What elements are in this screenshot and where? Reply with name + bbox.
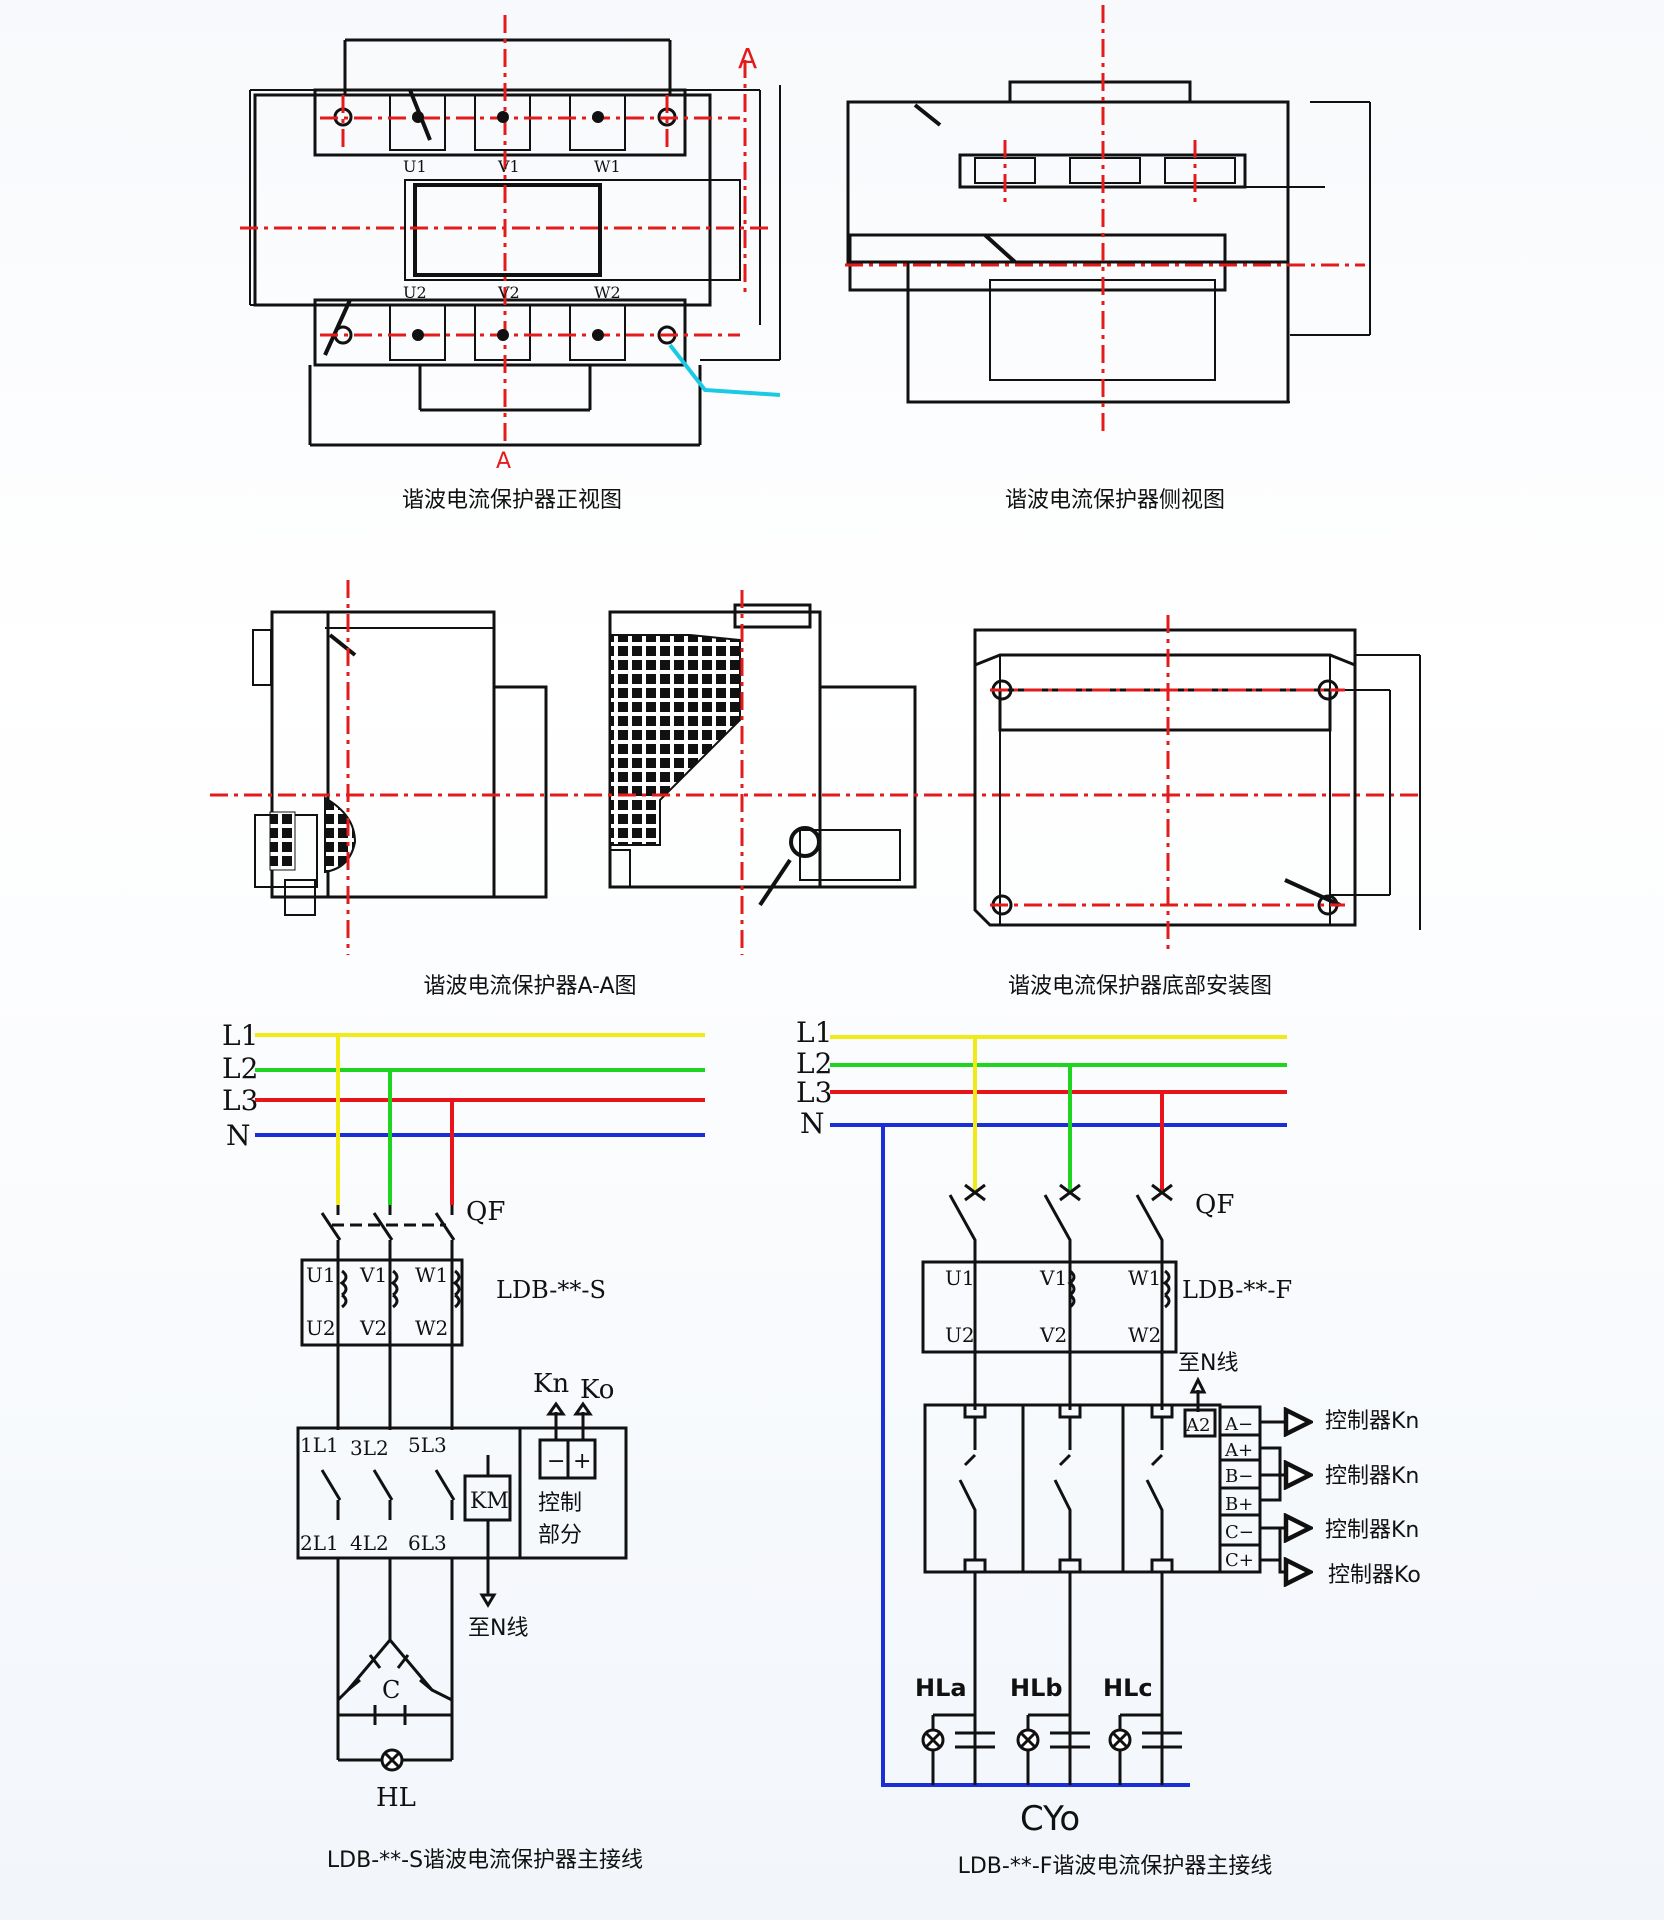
controller-label: 控制器Ko (1328, 1563, 1421, 1588)
output-kn-label: Kn (533, 1369, 569, 1399)
front-centerlines (240, 15, 770, 445)
bus-label: L2 (222, 1052, 258, 1085)
wiring-f-bus (830, 1035, 1287, 1787)
contact-top-label: 3L2 (350, 1436, 389, 1460)
ct-bottom-label: W2 (415, 1316, 448, 1340)
model-label: LDB-**-S (496, 1276, 606, 1304)
caption-section-aa: 谐波电流保护器A-A图 (423, 974, 637, 999)
ct-bottom-label: U2 (306, 1316, 336, 1340)
bus-label: L3 (796, 1076, 832, 1109)
controller-label: 控制器Kn (1325, 1409, 1419, 1434)
ct-top-label: W1 (415, 1263, 448, 1287)
ct-top-label: V1 (359, 1263, 387, 1287)
terminal-label: C− (1225, 1522, 1254, 1543)
to-n-label: 至N线 (468, 1616, 528, 1641)
capacitor-label: CYo (1020, 1799, 1080, 1839)
bus-label: N (800, 1107, 825, 1140)
contact-top-label: 1L1 (300, 1433, 339, 1457)
breaker-label: QF (1195, 1190, 1234, 1220)
ct-top-label: U1 (306, 1263, 336, 1287)
bus-label: N (226, 1119, 251, 1152)
to-n-label: 至N线 (1178, 1351, 1238, 1376)
contact-bottom-label: 2L1 (300, 1531, 339, 1555)
caption-bottom-install: 谐波电流保护器底部安装图 (1007, 974, 1273, 999)
ct-top-label: U1 (945, 1266, 975, 1290)
section-aa-right (608, 603, 917, 907)
model-label: LDB-**-F (1182, 1276, 1292, 1304)
caption-side-view: 谐波电流保护器侧视图 (1004, 488, 1226, 513)
caption-wiring-f: LDB-**-F谐波电流保护器主接线 (957, 1854, 1273, 1879)
terminal-label: A− (1224, 1414, 1253, 1435)
front-bottom-terminal-labels: U2 V2 W2 (403, 283, 621, 302)
lamp-cap-a (921, 1713, 995, 1785)
control-label-2: 部分 (538, 1523, 582, 1548)
terminal-label: B− (1225, 1466, 1253, 1487)
caption-front-view: 谐波电流保护器正视图 (401, 488, 623, 513)
ct-bottom-label: V2 (1039, 1323, 1067, 1347)
ct-top-label: V1 (1039, 1266, 1067, 1290)
ct-bottom-label: U2 (945, 1323, 975, 1347)
front-terminal-points (412, 111, 604, 341)
contact-top-label: 5L3 (408, 1433, 447, 1457)
breaker-label: QF (466, 1197, 505, 1227)
wiring-f-labels: QF LDB-**-F U1 V1 W1 U2 V2 W2 至N线 A2 A− … (915, 1190, 1421, 1839)
terminal-label: U1 (403, 157, 427, 176)
lamp-cap-c (1108, 1713, 1182, 1785)
output-ko-label: Ko (580, 1375, 614, 1405)
terminal-label: V1 (497, 157, 520, 176)
ct-top-label: W1 (1128, 1266, 1161, 1290)
lamp-label: HL (376, 1783, 416, 1813)
section-mark-bottom: A (496, 449, 511, 474)
terminal-label: A+ (1224, 1440, 1253, 1461)
front-top-terminal-labels: U1 V1 W1 (403, 157, 621, 176)
terminal-label: U2 (403, 283, 427, 302)
coil-label: KM (470, 1489, 509, 1514)
controller-label: 控制器Kn (1325, 1464, 1419, 1489)
caption-wiring-s: LDB-**-S谐波电流保护器主接线 (326, 1848, 644, 1873)
a2-label: A2 (1185, 1415, 1210, 1436)
lamp-label: HLa (915, 1674, 967, 1702)
ct-bottom-label: W2 (1128, 1323, 1161, 1347)
lamp-label: HLb (1010, 1674, 1063, 1702)
controller-label: 控制器Kn (1325, 1518, 1419, 1543)
capacitor-label: C (382, 1676, 400, 1704)
terminal-label: C+ (1225, 1550, 1254, 1571)
bottom-centerlines (990, 615, 1345, 955)
bus-label: L1 (796, 1016, 832, 1049)
ct-bottom-label: V2 (359, 1316, 387, 1340)
wiring-f-circuit (921, 1183, 1310, 1785)
wiring-s-labels: QF LDB-**-S U1 V1 W1 U2 V2 W2 1L1 3L2 5L… (300, 1197, 614, 1813)
wiring-s-bus-labels: L1 L2 L3 N (222, 1019, 258, 1152)
wiring-f-bus-labels: L1 L2 L3 N (796, 1016, 832, 1140)
contact-bottom-label: 4L2 (350, 1531, 389, 1555)
wiring-s-bus (255, 1033, 705, 1205)
contact-bottom-label: 6L3 (408, 1531, 447, 1555)
bus-label: L3 (222, 1084, 258, 1117)
terminal-label: W2 (594, 283, 621, 302)
side-view (846, 80, 1371, 404)
front-view (249, 38, 781, 447)
bottom-install-view (973, 628, 1421, 930)
terminal-label: W1 (594, 157, 621, 176)
lamp-cap-b (1016, 1713, 1090, 1785)
side-centerlines (845, 5, 1365, 435)
section-mark-top: A (738, 42, 757, 75)
section-aa-view (252, 610, 548, 916)
terminal-label: B+ (1225, 1494, 1253, 1515)
bus-label: L2 (796, 1047, 832, 1080)
control-minus: − (547, 1449, 565, 1474)
wiring-s-circuit (296, 1205, 628, 1772)
control-plus: + (573, 1449, 591, 1474)
aa-centerlines (210, 580, 1420, 955)
bus-label: L1 (222, 1019, 258, 1052)
terminal-label: V2 (497, 283, 520, 302)
control-label-1: 控制 (538, 1491, 582, 1516)
lamp-label: HLc (1103, 1674, 1153, 1702)
